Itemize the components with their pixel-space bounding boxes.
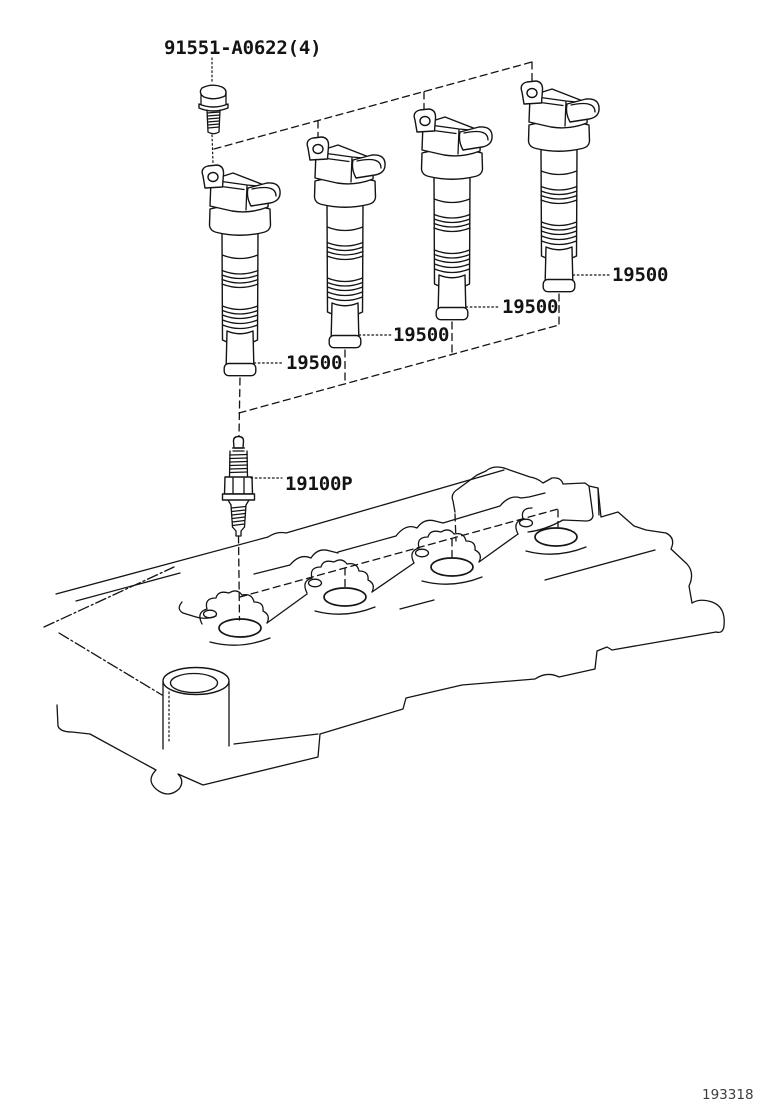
part-label-coil-2[interactable]: 19500	[393, 324, 449, 346]
ignition-coil-4	[520, 80, 600, 293]
spark-plug-wells	[178, 507, 587, 646]
figure-code: 193318	[702, 1087, 754, 1103]
part-label-coil-1[interactable]: 19500	[286, 352, 342, 374]
spark-plug-drawing	[221, 435, 256, 537]
part-label-coil-3[interactable]: 19500	[502, 296, 558, 318]
construction-lines	[211, 57, 560, 621]
ignition-coil-2	[306, 136, 386, 349]
part-label-spark-plug[interactable]: 19100P	[285, 473, 353, 495]
part-label-bolt[interactable]: 91551-A0622(4)	[164, 37, 322, 59]
cylinder-head-cover-drawing	[43, 466, 725, 795]
filler-tube	[162, 666, 230, 750]
leader-lines	[250, 274, 611, 479]
ignition-coil-3	[413, 108, 493, 321]
part-label-coil-4[interactable]: 19500	[612, 264, 668, 286]
bolt-drawing	[198, 84, 229, 135]
ignition-coil-1	[201, 164, 281, 377]
